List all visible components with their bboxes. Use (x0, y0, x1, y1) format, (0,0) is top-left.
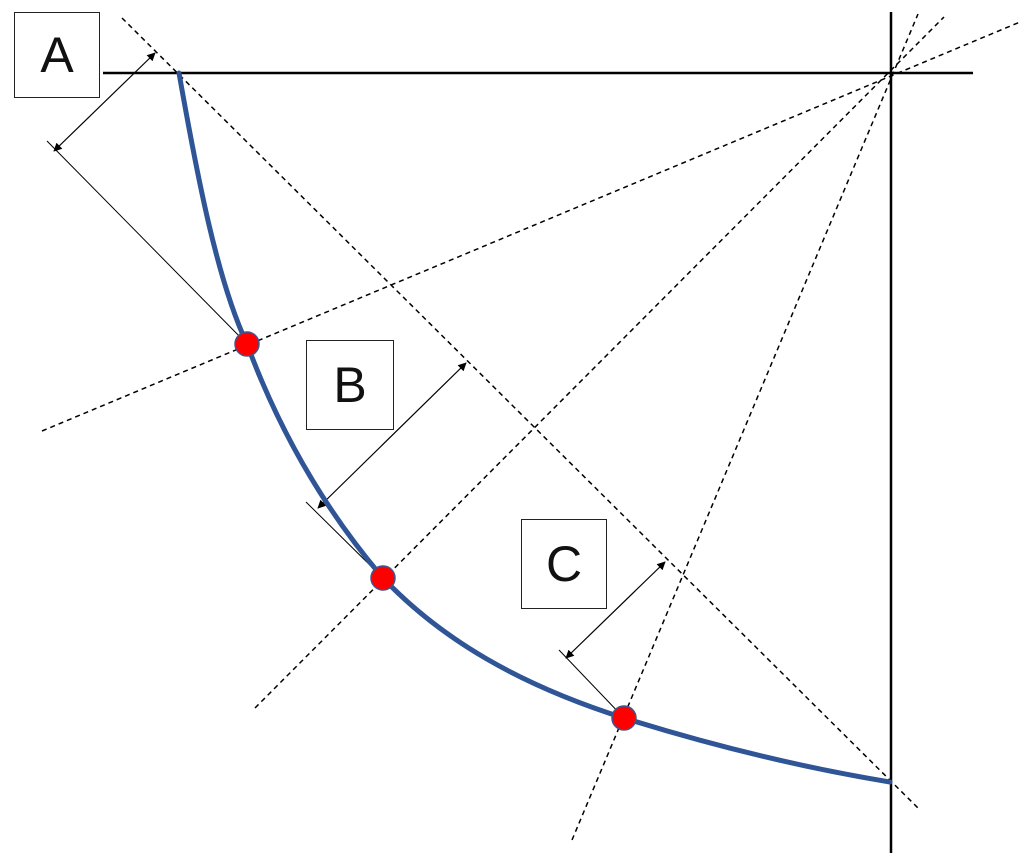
point-1 (234, 331, 260, 357)
distance-arrow-a (46, 52, 248, 345)
label-a: A (14, 12, 100, 98)
diagonal-line (121, 17, 919, 809)
distance-arrow-c (558, 561, 666, 719)
concave-curve (176, 70, 893, 785)
point-2 (370, 565, 396, 591)
radial-line-1 (41, 21, 1021, 432)
label-b: B (306, 340, 394, 430)
label-c: C (521, 519, 607, 609)
point-3 (611, 705, 637, 731)
radial-line-2 (254, 16, 945, 709)
